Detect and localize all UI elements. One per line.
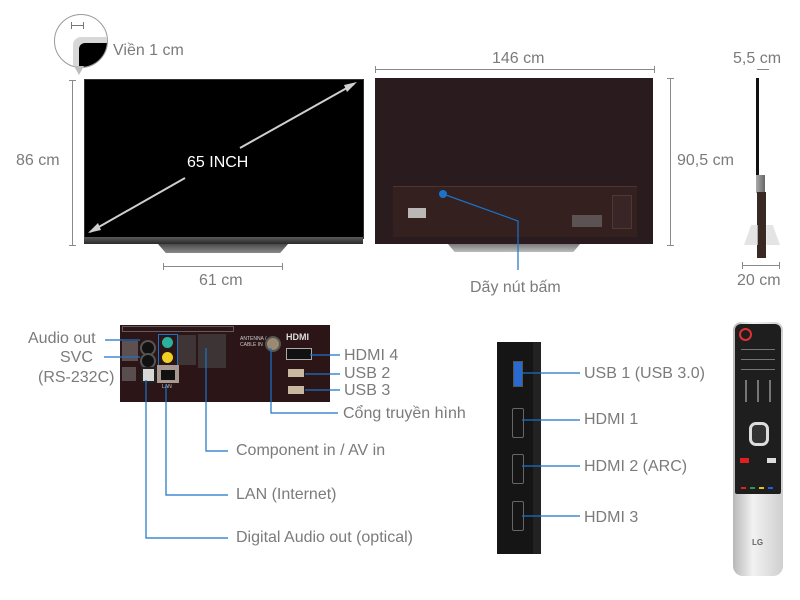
- tv-side-profile: [756, 78, 759, 180]
- magnifier-pointer: [74, 66, 84, 75]
- hdmi1-label: HDMI 1: [584, 411, 639, 428]
- tv-back-stand: [448, 244, 580, 252]
- hdmi3-label: HDMI 3: [584, 509, 639, 526]
- antenna-port-icon: [265, 336, 281, 352]
- svc-label: SVC: [60, 349, 93, 366]
- hdmi2-port-icon: [512, 454, 524, 484]
- av-yellow-jack-icon: [162, 352, 173, 363]
- hdmi3-port-icon: [512, 501, 524, 531]
- stand-depth-label: 20 cm: [737, 272, 781, 289]
- hdmi-logo: HDMI: [286, 332, 309, 342]
- back-width-label: 146 cm: [492, 50, 545, 67]
- usb3-label: USB 3: [344, 382, 391, 399]
- tv-input-label: Cổng truyền hình: [343, 405, 466, 422]
- hdmi1-port-icon: [512, 408, 524, 438]
- tv-front-stand: [158, 244, 288, 253]
- hdmi4-port-icon: [286, 348, 312, 360]
- bezel-label: Viền 1 cm: [113, 42, 184, 59]
- usb2-label: USB 2: [344, 365, 391, 382]
- audio-out-label: Audio out: [28, 330, 96, 347]
- scroll-wheel-icon: [749, 422, 769, 446]
- hdmi2-label: HDMI 2 (ARC): [584, 458, 688, 475]
- back-height-dimension: [670, 78, 671, 246]
- bezel-magnifier-icon: [54, 14, 108, 68]
- back-height-label: 90,5 cm: [677, 152, 734, 169]
- front-height-label: 86 cm: [16, 152, 60, 169]
- lan-port-label: LAN: [162, 384, 172, 390]
- power-button-icon: [739, 328, 752, 341]
- usb1-label: USB 1 (USB 3.0): [584, 365, 705, 382]
- diagonal-size-label: 65 INCH: [187, 154, 249, 171]
- component-green-jack-icon: [162, 337, 173, 348]
- rs232c-label: (RS-232C): [38, 369, 115, 386]
- antenna-text: ANTENNA / CABLE IN: [240, 336, 267, 348]
- tv-front-bottom-bar: [84, 237, 363, 244]
- hdmi4-label: HDMI 4: [344, 347, 399, 364]
- tv-back-connector-housing: [393, 186, 637, 237]
- button-strip-marker: [439, 190, 447, 198]
- stand-width-label: 61 cm: [199, 272, 243, 289]
- usb1-port-icon: [513, 361, 523, 387]
- optical-port-icon: [141, 367, 156, 383]
- front-height-dimension: [72, 80, 73, 246]
- usb2-port-icon: [288, 369, 304, 377]
- lan-label: LAN (Internet): [236, 486, 337, 503]
- usb3-port-icon: [288, 386, 304, 394]
- button-strip-label: Dãy nút bấm: [470, 279, 561, 296]
- stand-width-dimension: [163, 266, 283, 267]
- back-width-dimension: [375, 69, 655, 70]
- side-depth-label: 5,5 cm: [733, 50, 782, 67]
- optical-label: Digital Audio out (optical): [236, 529, 413, 546]
- component-av-label: Component in / AV in: [236, 442, 386, 459]
- remote-brand-logo: LG: [752, 538, 764, 547]
